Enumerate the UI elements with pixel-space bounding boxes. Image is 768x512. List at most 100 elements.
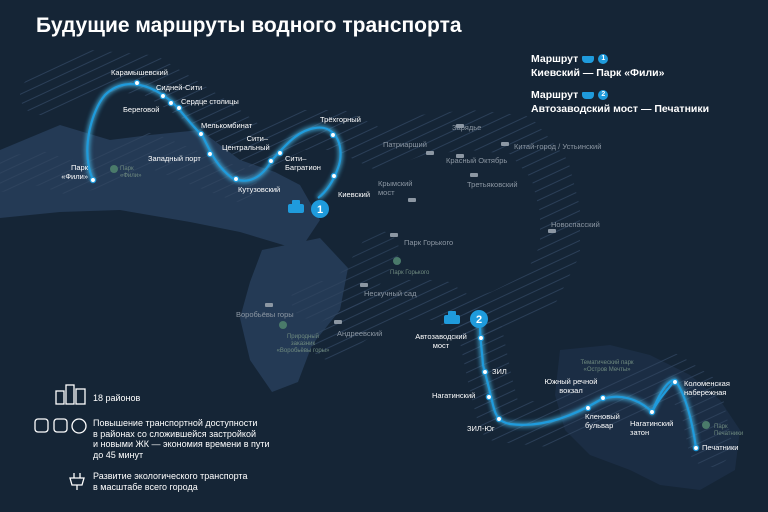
route-1-number: 1	[317, 204, 323, 216]
legend-route-2-prefix: Маршрут	[531, 89, 579, 101]
label-patriarshy: Патриарший	[383, 140, 427, 149]
info-accessibility: Повышение транспортной доступности в рай…	[93, 418, 270, 460]
label-park-fili: Парк «Фили»	[61, 163, 88, 181]
stop-zil	[481, 368, 489, 376]
label-kutuzovsky: Кутузовский	[238, 185, 281, 194]
route-2-stops	[477, 334, 700, 452]
info-districts: 18 районов	[93, 393, 141, 403]
route-1-stops	[89, 79, 338, 184]
ferry-icon-2	[444, 315, 460, 324]
label-nagatinsky-zaton: Нагатинский затон	[630, 419, 674, 437]
label-krasny-oktyabr: Красный Октябрь	[446, 156, 508, 165]
route-1-marker: 1	[288, 200, 329, 218]
label-melkombinat: Мелькомбинат	[201, 121, 253, 130]
tree-icon	[393, 257, 401, 265]
legend-route-2-number: 2	[598, 90, 609, 100]
label-sidney-city: Сидней-Сити	[156, 83, 203, 92]
label-city-central: Сити– Центральный	[222, 134, 270, 152]
label-andreevsky: Андреевский	[337, 329, 383, 338]
legend-route-2-name: Автозаводский мост — Печатники	[531, 103, 710, 115]
info-eco: Развитие экологического транспорта в мас…	[93, 471, 248, 492]
label-neskuchny: Нескучный сад	[364, 289, 417, 298]
stop-beregovoy	[167, 99, 175, 107]
eco-plug-icon	[69, 473, 85, 490]
label-park-fili-area: Парк «Фили»	[120, 166, 142, 179]
legend-route-2: Маршрут 2 Автозаводский мост — Печатники	[531, 88, 709, 116]
route-2-number: 2	[476, 314, 482, 326]
stop-serdtse	[175, 104, 183, 112]
label-kievsky: Киевский	[338, 190, 371, 199]
boat-icon	[408, 198, 416, 202]
ferry-icon	[582, 91, 595, 99]
label-kolomenskaya: Коломенская набережная	[684, 379, 730, 397]
boat-icon	[548, 229, 556, 233]
boat-icon	[265, 303, 273, 307]
stop-avtozavodsky	[477, 334, 485, 342]
label-karamyshevsky: Карамышевский	[111, 68, 168, 77]
label-zil-yug: ЗИЛ-Юг	[467, 424, 495, 433]
label-klenovy: Кленовый бульвар	[585, 412, 620, 430]
label-yuzhny: Южный речной вокзал	[544, 377, 598, 395]
river-band-east	[458, 308, 732, 467]
ferry-icon	[582, 55, 595, 63]
tree-icon	[279, 321, 287, 329]
boat-icon	[426, 151, 434, 155]
river-band-central	[291, 231, 399, 319]
boat-icon	[470, 173, 478, 177]
tree-icon	[702, 421, 710, 429]
stop-pechatniki	[692, 444, 700, 452]
boat-icon	[390, 233, 398, 237]
stop-sidney-city	[159, 92, 167, 100]
label-vorobyovy: Воробьёвы горы	[236, 310, 294, 319]
label-park-gorkogo-pier: Парк Горького	[404, 238, 454, 247]
stop-park-fili	[89, 176, 97, 184]
label-ostrov-mechty: Тематический парк «Остров Мечты»	[580, 360, 634, 373]
label-zil: ЗИЛ	[492, 367, 507, 376]
label-pechatniki: Печатники	[702, 443, 739, 452]
boat-icon	[456, 154, 464, 158]
route-2-marker: 2	[444, 310, 488, 328]
stop-kievsky	[330, 172, 338, 180]
page-title: Будущие маршруты водного транспорта	[36, 14, 462, 37]
label-avtozavodsky: Автозаводский мост	[415, 332, 467, 350]
label-tryokhgorny: Трёхгорный	[320, 115, 361, 124]
stop-klenovy	[584, 404, 592, 412]
boat-icon	[334, 320, 342, 324]
label-serdtse: Сердце столицы	[181, 97, 239, 106]
label-kitay-gorod: Китай-город / Устьинский	[514, 142, 602, 151]
label-novospassky: Новоспасский	[551, 220, 600, 229]
label-vorobyovy-area: Природный заказник «Воробьёвы горы»	[276, 334, 330, 354]
stop-nagatinsky-zaton	[648, 408, 656, 416]
label-park-gorkogo-area: Парк Горького	[390, 270, 430, 276]
stop-karamyshevsky	[133, 79, 141, 87]
stop-zil-yug	[495, 415, 503, 423]
boat-icon	[501, 142, 509, 146]
park-tree-icons	[110, 165, 710, 429]
stop-city-bagration	[276, 149, 284, 157]
land-area-southwest	[240, 238, 348, 392]
river-band-west	[0, 133, 257, 202]
transport-icon	[34, 418, 87, 434]
stop-zapadny-port	[206, 150, 214, 158]
tree-icon	[110, 165, 118, 173]
other-pier-icons	[265, 124, 556, 324]
land-area-west	[0, 125, 320, 250]
label-zaryadye: Зарядье	[452, 123, 482, 132]
boat-icon	[360, 283, 368, 287]
river-band	[20, 50, 580, 360]
stop-yuzhny	[599, 394, 607, 402]
label-nagatinsky: Нагатинский	[432, 391, 476, 400]
boat-icon	[456, 124, 464, 128]
label-beregovoy: Береговой	[123, 105, 160, 114]
stop-tryokhgorny	[329, 131, 337, 139]
legend-route-1: Маршрут 1 Киевский — Парк «Фили»	[531, 52, 664, 80]
stop-melkombinat	[197, 130, 205, 138]
stop-city-central	[267, 157, 275, 165]
buildings-icon	[55, 384, 86, 405]
label-park-pechatniki: Парк Печатники	[714, 424, 744, 437]
label-krymsky: Крымский мост	[378, 179, 413, 197]
label-tretyakovsky: Третьяковский	[467, 180, 518, 189]
label-city-bagration: Сити– Багратион	[285, 154, 321, 172]
